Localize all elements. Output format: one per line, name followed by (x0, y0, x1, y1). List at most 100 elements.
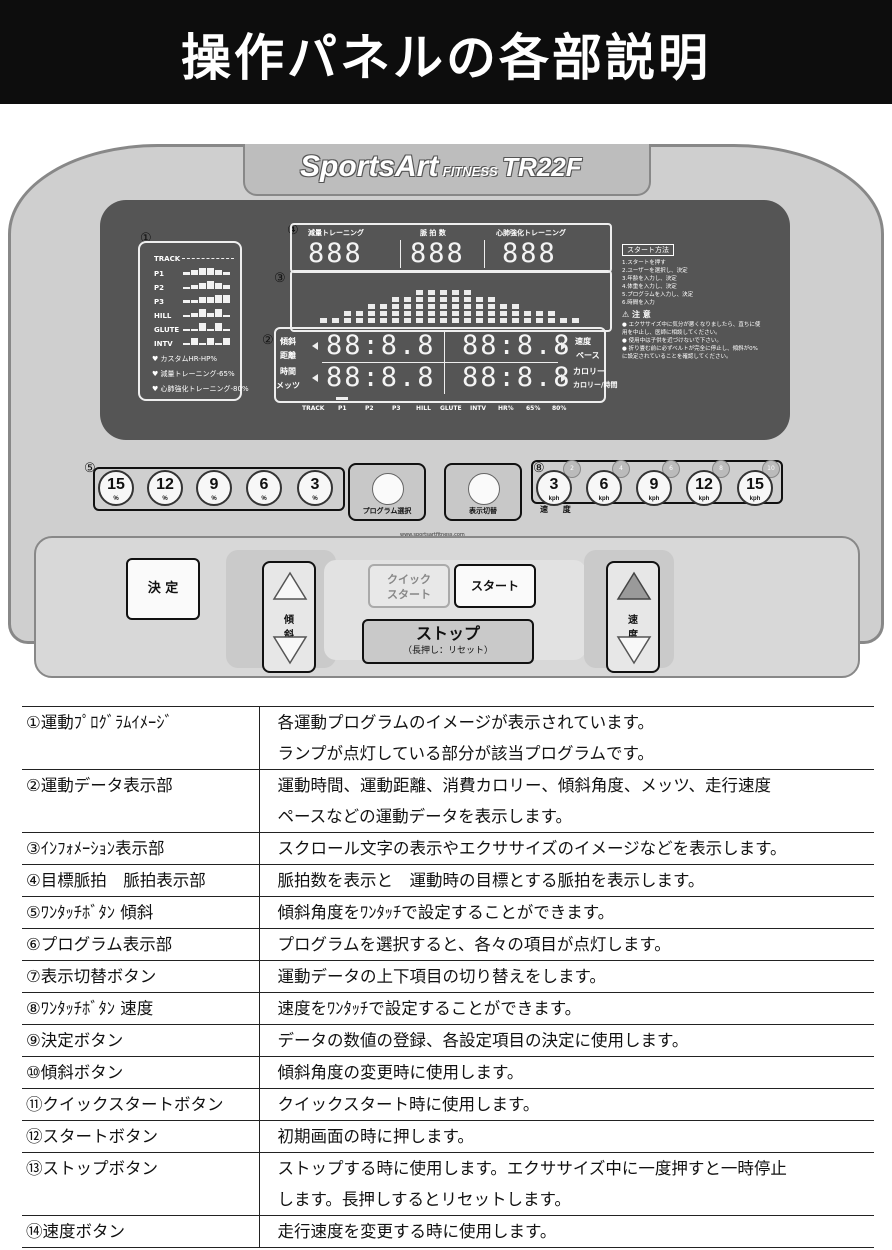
table-row-description: プログラムを選択すると、各々の項目が点灯します。 (259, 929, 874, 961)
matrix-dot (416, 304, 423, 309)
callout-1: ① (140, 230, 152, 245)
profile-bars-p2 (183, 281, 230, 289)
table-row-description: 傾斜角度の変更時に使用します。 (259, 1057, 874, 1089)
description-table: ①運動ﾌﾟﾛｸﾞﾗﾑｲﾒｰｼﾞ各運動プログラムのイメージが表示されています。ラン… (22, 706, 874, 1248)
matrix-dot (428, 311, 435, 316)
speed-mph-8: 8 (712, 460, 730, 478)
callout-4: ④ (287, 222, 299, 237)
table-row: ⑬ストップボタンストップする時に使用します。エクササイズ中に一度押すと一時停止し… (22, 1152, 874, 1216)
matrix-dot (524, 318, 531, 323)
table-row-description: データの数値の登録、各設定項目の決定に使用します。 (259, 1025, 874, 1057)
matrix-dot (404, 297, 411, 302)
profile-label-track: TRACK (154, 255, 181, 263)
incline-quick-key-6[interactable]: 6% (246, 470, 282, 506)
matrix-dot (416, 311, 423, 316)
table-row-key: ①運動ﾌﾟﾛｸﾞﾗﾑｲﾒｰｼﾞ (22, 706, 260, 770)
table-row-key: ④目標脈拍 脈拍表示部 (22, 864, 260, 897)
console-illustration: SportsArt FITNESS TR22F ① ② ③ ④ ⑤ ⑥ ⑦ ⑧ … (0, 104, 892, 690)
profile-bars-p1 (183, 267, 230, 275)
matrix-dot (392, 304, 399, 309)
matrix-dot (464, 311, 471, 316)
program-select-button[interactable]: プログラム選択 (348, 463, 426, 521)
quick-start-button[interactable]: クイックスタート (368, 564, 450, 608)
warning-line: ● 折り畳む前に必ずベルトが完全に停止し、傾斜が0%に設定されていることを確認し… (622, 346, 758, 360)
left-arrow-icon (312, 374, 318, 382)
table-row-key: ⑦表示切替ボタン (22, 960, 260, 993)
data-label-time: 時間 (280, 367, 296, 376)
matrix-dot (452, 297, 459, 302)
table-row-key: ⑧ﾜﾝﾀｯﾁﾎﾞﾀﾝ 速度 (22, 992, 260, 1025)
table-row-description: ストップする時に使用します。エクササイズ中に一度押すと一時停止します。長押しする… (259, 1153, 874, 1216)
matrix-dot (464, 304, 471, 309)
speed-rocker[interactable]: 速 度 (606, 561, 660, 673)
track-line (182, 258, 234, 259)
table-row-key: ⑫スタートボタン (22, 1120, 260, 1153)
model-name: TR22F (502, 152, 582, 182)
table-row-key: ⑪クイックスタートボタン (22, 1088, 260, 1121)
incline-quick-key-3[interactable]: 3% (297, 470, 333, 506)
matrix-dot (428, 304, 435, 309)
description-line: 初期画面の時に押します。 (277, 1127, 474, 1146)
matrix-dot (488, 304, 495, 309)
matrix-dot (572, 318, 579, 323)
matrix-dot (428, 290, 435, 295)
matrix-dot (452, 318, 459, 323)
matrix-dot (404, 304, 411, 309)
table-row-description: 初期画面の時に押します。 (259, 1121, 874, 1153)
enter-button[interactable]: 決 定 (126, 558, 200, 620)
description-line: します。長押しするとリセットします。 (277, 1190, 571, 1209)
data-label-speed: 速度 (575, 337, 591, 346)
callout-3: ③ (274, 270, 286, 285)
indicator-intv: INTV (470, 405, 486, 412)
data-digits-top-left: 88:8.8 (326, 330, 436, 361)
table-row-key: ⑩傾斜ボタン (22, 1056, 260, 1089)
table-row: ③ｲﾝﾌｫﾒｰｼｮﾝ表示部スクロール文字の表示やエクササイズのイメージなどを表示… (22, 832, 874, 865)
guide-step: 2.ユーザーを選択し、決定 (622, 268, 688, 274)
indicator-glute: GLUTE (440, 405, 462, 412)
workout-data-box (274, 327, 606, 403)
incline-rocker[interactable]: 傾 斜 (262, 561, 316, 673)
profile-label-intv: INTV (154, 340, 173, 348)
guide-step: 4.体重を入力し、決定 (622, 284, 677, 290)
pulse-display-box (290, 223, 612, 273)
right-arrow-icon (561, 374, 567, 382)
matrix-dot (488, 311, 495, 316)
start-button[interactable]: スタート (454, 564, 536, 608)
pulse-digits-3: 888 (502, 238, 557, 269)
incline-quick-key-15[interactable]: 15% (98, 470, 134, 506)
incline-quick-key-12[interactable]: 12% (147, 470, 183, 506)
stop-button[interactable]: ストップ （長押し：リセット） (362, 619, 534, 664)
description-line: ペースなどの運動データを表示します。 (277, 807, 573, 826)
speed-row-label: 速 度 (540, 505, 577, 514)
matrix-dot (500, 304, 507, 309)
callout-5: ⑤ (84, 460, 96, 475)
indicator-80: 80% (552, 405, 567, 412)
indicator-hr: HR% (498, 405, 514, 412)
incline-quick-key-9[interactable]: 9% (196, 470, 232, 506)
table-row-description: スクロール文字の表示やエクササイズのイメージなどを表示します。 (259, 833, 874, 865)
indicator-track: TRACK (302, 405, 325, 412)
triangle-up-icon (616, 571, 652, 600)
description-line: ランプが点灯している部分が該当プログラムです。 (277, 744, 654, 763)
data-label-incline: 傾斜 (280, 337, 296, 346)
matrix-dot (368, 311, 375, 316)
guide-step: 3.年齢を入力し、決定 (622, 276, 677, 282)
matrix-dot (428, 318, 435, 323)
table-row: ④目標脈拍 脈拍表示部脈拍数を表示と 運動時の目標とする脈拍を表示します。 (22, 864, 874, 897)
matrix-dot (416, 318, 423, 323)
speed-mph-4: 4 (612, 460, 630, 478)
matrix-dot (548, 318, 555, 323)
profile-label-glute: GLUTE (154, 326, 180, 334)
display-toggle-button[interactable]: 表示切替 (444, 463, 522, 521)
matrix-dot (488, 297, 495, 302)
table-row: ⑩傾斜ボタン傾斜角度の変更時に使用します。 (22, 1056, 874, 1089)
description-line: 運動時間、運動距離、消費カロリー、傾斜角度、メッツ、走行速度 (277, 776, 772, 795)
callout-8: ⑧ (533, 460, 545, 475)
description-line: ストップする時に使用します。エクササイズ中に一度押すと一時停止 (277, 1159, 787, 1178)
matrix-dot (548, 311, 555, 316)
